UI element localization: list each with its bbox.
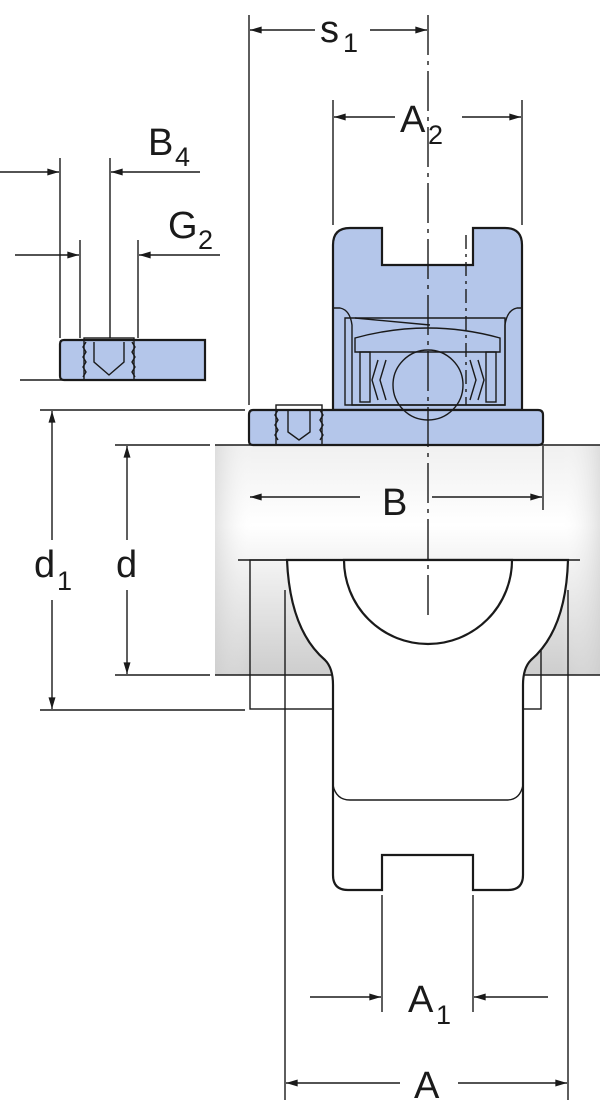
label-d1: d 1: [34, 544, 72, 596]
set-screw-detail: [20, 337, 207, 382]
label-sub: 1: [343, 28, 358, 58]
label-sub: 2: [428, 120, 443, 150]
label-A2: A 2: [400, 99, 443, 150]
label-A1: A 1: [408, 979, 451, 1030]
label-main: B: [148, 122, 173, 164]
housing-section-view: [238, 15, 580, 892]
label-main: s: [320, 9, 339, 51]
label-B: B: [382, 482, 407, 524]
label-sub: 2: [198, 225, 213, 255]
label-s1: s 1: [320, 9, 358, 58]
label-main: A: [400, 99, 426, 141]
housing-top-view: [247, 226, 545, 447]
label-G2: G 2: [168, 205, 213, 255]
grub-screw: [274, 404, 324, 446]
label-B4: B 4: [148, 122, 190, 172]
label-d: d: [116, 544, 137, 586]
label-sub: 4: [175, 142, 190, 172]
label-A: A: [414, 1065, 440, 1107]
label-main: G: [168, 205, 198, 247]
label-sub: 1: [436, 1000, 451, 1030]
label-main: d: [34, 544, 55, 586]
label-main: A: [408, 979, 434, 1021]
label-sub: 1: [57, 566, 72, 596]
dimension-lines: [0, 15, 569, 1100]
